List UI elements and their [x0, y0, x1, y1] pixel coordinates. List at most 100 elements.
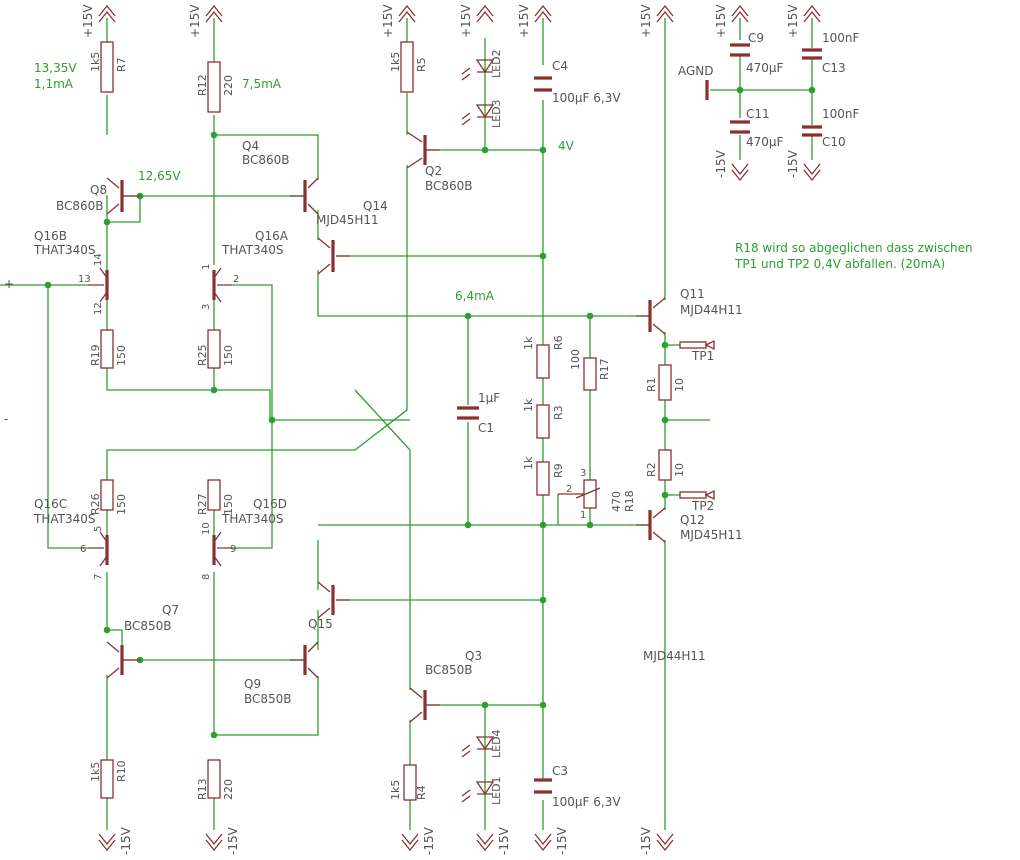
- voltage-annotation: 12,65V: [138, 169, 181, 183]
- transistors: [88, 131, 666, 723]
- svg-text:Q16A: Q16A: [255, 229, 289, 243]
- svg-text:13: 13: [78, 274, 91, 285]
- leds: [461, 59, 495, 803]
- resistor-R27: [207, 479, 221, 511]
- svg-text:Q2: Q2: [425, 164, 442, 178]
- svg-text:THAT340S: THAT340S: [221, 512, 283, 526]
- svg-text:8: 8: [201, 574, 212, 580]
- svg-text:Q3: Q3: [465, 649, 482, 663]
- svg-text:C1: C1: [478, 421, 494, 435]
- voltage-annotation: 4V: [558, 139, 575, 153]
- svg-text:Q4: Q4: [242, 139, 259, 153]
- svg-text:R6: R6: [552, 335, 565, 350]
- rail-label: -15V: [422, 826, 436, 855]
- agnd-label: AGND: [678, 64, 714, 78]
- svg-text:1k: 1k: [522, 336, 535, 350]
- svg-text:10: 10: [673, 463, 686, 477]
- svg-text:THAT340S: THAT340S: [33, 512, 95, 526]
- rail-label: -15V: [226, 826, 240, 855]
- rail-label: +15V: [639, 4, 653, 38]
- current-annotation: 6,4mA: [455, 289, 495, 303]
- svg-text:R27: R27: [196, 493, 209, 515]
- svg-text:9: 9: [230, 544, 236, 555]
- svg-text:C11: C11: [746, 107, 770, 121]
- rail-label: -15V: [555, 826, 569, 855]
- svg-text:LED1: LED1: [490, 776, 503, 805]
- input-plus-label: +: [4, 277, 14, 291]
- svg-text:MJD45H11: MJD45H11: [680, 528, 743, 542]
- svg-text:5: 5: [93, 526, 104, 532]
- svg-text:1k5: 1k5: [389, 780, 402, 800]
- testpoint-TP2: [679, 491, 707, 499]
- svg-text:1: 1: [580, 510, 586, 521]
- resistor-R17: [583, 357, 597, 391]
- svg-text:2: 2: [233, 274, 239, 285]
- svg-text:Q8: Q8: [90, 183, 107, 197]
- svg-text:MJD44H11: MJD44H11: [680, 303, 743, 317]
- resistor-R1: [658, 364, 672, 401]
- input-minus-label: -: [4, 412, 8, 426]
- svg-text:C13: C13: [822, 61, 846, 75]
- labels: +15V +15V +15V +15V +15V +15V +15V +15V …: [4, 4, 973, 855]
- svg-text:100µF 6,3V: 100µF 6,3V: [552, 795, 621, 809]
- svg-text:BC850B: BC850B: [124, 619, 172, 633]
- svg-text:C3: C3: [552, 764, 568, 778]
- svg-text:Q14: Q14: [363, 199, 388, 213]
- current-annotation: 1,1mA: [34, 77, 74, 91]
- svg-text:C4: C4: [552, 59, 568, 73]
- rail-label: +15V: [188, 4, 202, 38]
- svg-text:Q15: Q15: [308, 617, 333, 631]
- svg-text:R1: R1: [645, 377, 658, 392]
- rail-label: +15V: [81, 4, 95, 38]
- adjustment-note: R18 wird so abgeglichen dass zwischen TP…: [735, 241, 973, 271]
- rail-label: -15V: [714, 149, 728, 178]
- svg-text:3: 3: [201, 304, 212, 310]
- rail-label: -15V: [119, 826, 133, 855]
- svg-text:Q12: Q12: [680, 513, 705, 527]
- resistor-R5: [400, 41, 414, 93]
- resistors: [100, 41, 672, 801]
- svg-text:150: 150: [222, 494, 235, 515]
- rail-label: -15V: [786, 149, 800, 178]
- svg-text:1: 1: [201, 264, 212, 270]
- rail-label: +15V: [381, 4, 395, 38]
- svg-text:1k5: 1k5: [89, 762, 102, 782]
- svg-text:470µF: 470µF: [746, 135, 784, 149]
- resistor-R3: [536, 404, 550, 439]
- resistor-R25: [207, 329, 221, 369]
- wires: [0, 18, 813, 830]
- svg-text:Q9: Q9: [244, 677, 261, 691]
- svg-text:R4: R4: [415, 785, 428, 800]
- svg-text:LED3: LED3: [490, 99, 503, 128]
- svg-text:1k: 1k: [522, 456, 535, 470]
- svg-text:LED2: LED2: [490, 49, 503, 78]
- svg-text:R2: R2: [645, 462, 658, 477]
- svg-text:BC850B: BC850B: [425, 663, 473, 677]
- svg-text:Q7: Q7: [162, 603, 179, 617]
- resistor-R9: [536, 461, 550, 496]
- svg-text:R18: R18: [623, 490, 636, 512]
- svg-text:R19: R19: [89, 344, 102, 366]
- svg-text:Q11: Q11: [680, 287, 705, 301]
- svg-text:R17: R17: [598, 358, 611, 380]
- svg-text:150: 150: [115, 494, 128, 515]
- svg-text:1k5: 1k5: [89, 52, 102, 72]
- resistor-R2: [658, 449, 672, 481]
- svg-text:470µF: 470µF: [746, 61, 784, 75]
- svg-text:LED4: LED4: [490, 729, 503, 758]
- svg-text:470: 470: [610, 491, 623, 512]
- svg-text:10: 10: [673, 378, 686, 392]
- svg-text:BC850B: BC850B: [244, 692, 292, 706]
- rail-label: +15V: [517, 4, 531, 38]
- rail-label: -15V: [497, 826, 511, 855]
- svg-text:THAT340S: THAT340S: [33, 243, 95, 257]
- svg-text:150: 150: [115, 345, 128, 366]
- junction-dots: [44, 86, 816, 739]
- svg-text:1µF: 1µF: [478, 391, 500, 405]
- svg-text:100nF: 100nF: [822, 107, 860, 121]
- svg-text:100nF: 100nF: [822, 31, 860, 45]
- svg-text:6: 6: [80, 544, 86, 555]
- svg-text:C10: C10: [822, 135, 846, 149]
- svg-text:Q16C: Q16C: [34, 497, 67, 511]
